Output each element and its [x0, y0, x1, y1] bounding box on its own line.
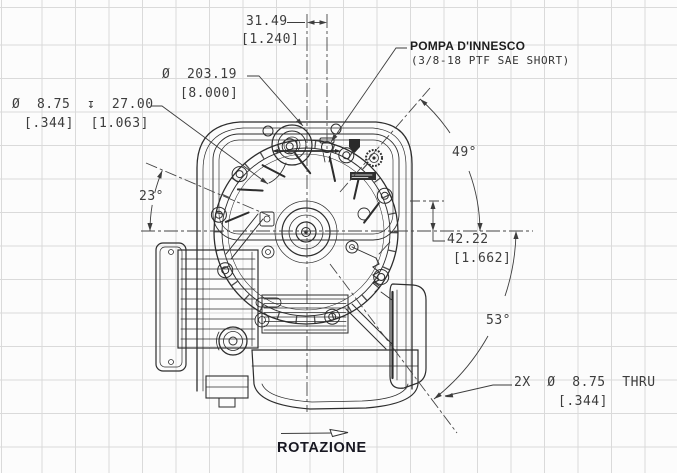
- leader-thru-holes: [444, 384, 512, 397]
- flywheel-dia-mm-label: Ø 203.19: [162, 67, 237, 82]
- flywheel-dia-in-label: [8.000]: [180, 86, 239, 101]
- side-cover-right: [389, 283, 427, 389]
- leader-primer-pump: [330, 47, 407, 143]
- angle-upper-right-label: 49°: [452, 145, 477, 160]
- radial-49deg: [339, 87, 431, 193]
- governor-spring: [372, 257, 380, 293]
- dim-offset-mm-label: 31.49: [246, 14, 288, 29]
- radial-23deg: [145, 162, 271, 217]
- crankshaft-hub: [274, 200, 338, 264]
- centerlines: [141, 14, 533, 434]
- dim-offset-in-label: [1.240]: [241, 32, 300, 47]
- cylinder-fins-center: [261, 294, 349, 334]
- dimension-arrowheads: [147, 20, 519, 399]
- thru-holes-in-label: [.344]: [558, 394, 608, 409]
- tapped-hole-mm-label: Ø 8.75 ↧ 27.00: [12, 97, 154, 112]
- leader-flywheel-dia: [247, 75, 304, 127]
- angle-left-label: 23°: [139, 189, 164, 204]
- valve-cover: [155, 242, 187, 372]
- angle-lower-right-label: 53°: [486, 313, 511, 328]
- oil-filter: [216, 326, 248, 356]
- rotation-arrowhead: [329, 428, 349, 438]
- tapped-hole-in-label: [.344] [1.063]: [24, 116, 149, 131]
- brand-emblem: [349, 139, 383, 180]
- bolt-bosses: [210, 138, 393, 325]
- leader-tapped-hole: [151, 105, 269, 185]
- dimension-lines: [149, 22, 517, 434]
- rotation-label: ROTAZIONE: [277, 440, 367, 456]
- cylinder-fins-left: [177, 249, 259, 349]
- center-offset-mm-label: 42.22: [447, 232, 489, 247]
- oil-sump: [205, 349, 419, 410]
- engine-body: [155, 121, 427, 410]
- center-offset-in-label: [1.662]: [453, 251, 512, 266]
- arc-49deg: [468, 170, 481, 232]
- primer-pump-callout-title: POMPA D'INNESCO: [410, 39, 526, 53]
- radial-53deg: [329, 263, 458, 434]
- oil-fill-cap: [268, 124, 313, 184]
- rotation-arrow-shaft: [280, 432, 334, 434]
- thru-holes-mm-label: 2X Ø 8.75 THRU: [514, 375, 656, 390]
- primer-pump-callout-spec: (3/8-18 PTF SAE SHORT): [411, 54, 570, 67]
